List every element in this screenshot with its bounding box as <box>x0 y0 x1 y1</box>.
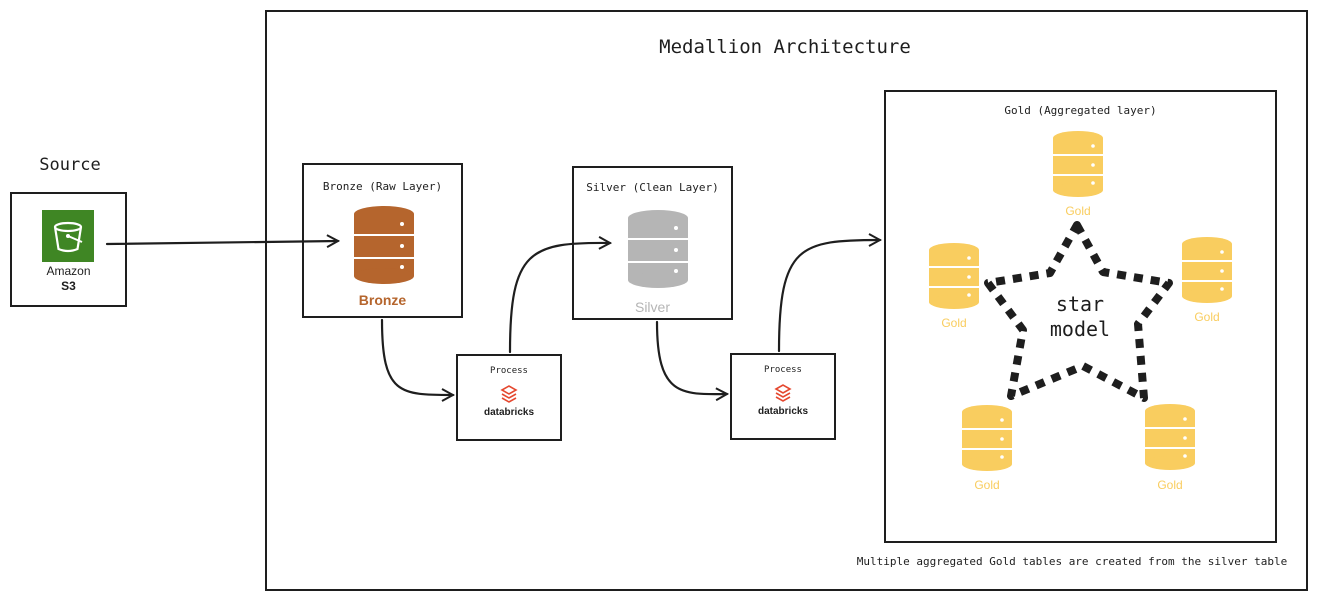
gold-table-label: Gold <box>1194 310 1220 324</box>
silver-layer-title: Silver (Clean Layer) <box>586 181 719 194</box>
databricks-icon <box>774 384 792 402</box>
databricks-icon <box>500 385 518 403</box>
source-box[interactable]: Amazon S3 <box>10 192 127 307</box>
star-model-text-line1: star <box>1055 292 1105 316</box>
process-title-1: Process <box>490 366 528 376</box>
arrow-process1-to-silver <box>508 243 610 354</box>
arrow-bronze-to-process1 <box>380 318 453 395</box>
source-service-name: Amazon <box>46 264 91 278</box>
bronze-layer-title: Bronze (Raw Layer) <box>322 180 443 193</box>
gold-table-label: Gold <box>974 478 1000 492</box>
process-brand-1: databricks <box>483 407 535 418</box>
arrow-source-to-bronze <box>105 241 338 244</box>
medallion-architecture-frame <box>265 10 1308 591</box>
gold-database-icon <box>962 405 1012 471</box>
star-model-text-line2: model <box>1049 317 1111 341</box>
gold-table-top: Gold <box>1052 130 1104 218</box>
process-title-2: Process <box>764 365 802 375</box>
gold-database-icon <box>1182 237 1232 303</box>
arrow-process2-to-gold <box>777 240 880 353</box>
gold-caption: Multiple aggregated Gold tables are crea… <box>856 555 1288 568</box>
process-box-2[interactable]: Process databricks <box>730 353 836 440</box>
gold-table-left: Gold <box>928 242 980 330</box>
arrow-silver-to-process2 <box>655 320 727 394</box>
gold-layer-title: Gold (Aggregated layer) <box>1004 104 1157 117</box>
source-title: Source <box>39 155 101 175</box>
silver-layer-box[interactable]: Silver (Clean Layer) Silver <box>572 166 733 320</box>
silver-db-label: Silver <box>634 299 670 315</box>
gold-table-label: Gold <box>1065 204 1091 218</box>
source-service-suffix: S3 <box>61 279 76 293</box>
process-box-1[interactable]: Process databricks <box>456 354 562 441</box>
silver-database-icon <box>628 210 688 288</box>
gold-table-label: Gold <box>1157 478 1183 492</box>
gold-table-bottom-left: Gold <box>961 404 1013 492</box>
bronze-db-label: Bronze <box>358 292 407 308</box>
amazon-s3-bucket-icon <box>42 210 94 262</box>
gold-table-right: Gold <box>1181 236 1233 324</box>
gold-table-bottom-right: Gold <box>1144 403 1196 492</box>
process-brand-2: databricks <box>757 406 809 417</box>
gold-database-icon <box>929 243 979 309</box>
gold-table-label: Gold <box>941 316 967 330</box>
architecture-title: Medallion Architecture <box>659 36 911 58</box>
gold-database-icon <box>1053 131 1103 197</box>
bronze-database-icon <box>354 206 414 284</box>
gold-database-icon <box>1145 404 1195 470</box>
